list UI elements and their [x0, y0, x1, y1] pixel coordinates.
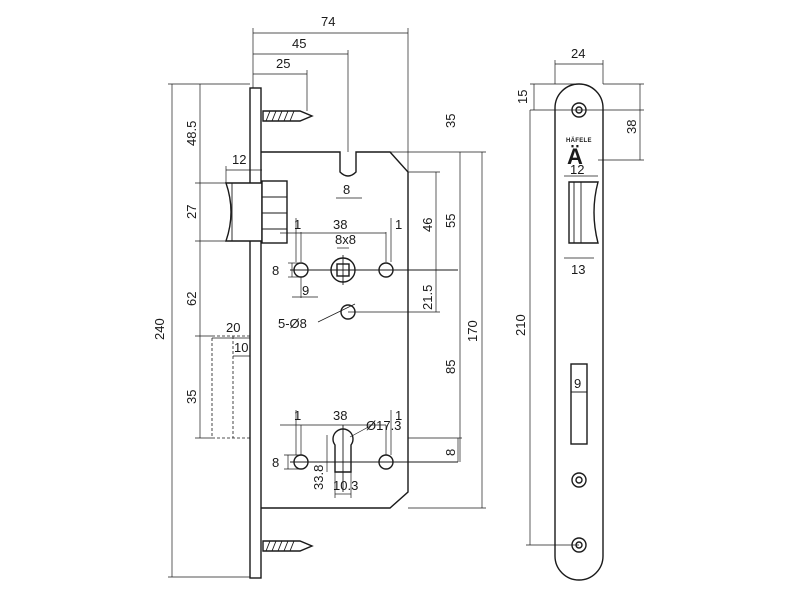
- brand-logo-icon: Ä: [567, 144, 583, 169]
- dim-label: 55: [443, 214, 458, 228]
- dim-label: 8x8: [335, 232, 356, 247]
- bottom-screw-icon: [262, 540, 314, 552]
- dim-label: 8: [343, 182, 350, 197]
- dim-label: 12: [232, 152, 246, 167]
- dim-label: 240: [152, 318, 167, 340]
- dim-label: 20: [226, 320, 240, 335]
- dim-label: 8: [272, 455, 279, 470]
- dim-label: 38: [333, 217, 347, 232]
- dim-label: 1: [395, 217, 402, 232]
- dim-label: 38: [624, 120, 639, 134]
- dim-label: 1: [395, 408, 402, 423]
- latch-housing: [261, 180, 288, 244]
- bolt-opening: [570, 363, 588, 445]
- dim-label: 33.8: [311, 465, 326, 490]
- side-dimension-lines: [526, 60, 644, 546]
- dim-label: 21.5: [420, 285, 435, 310]
- dim-label: 170: [465, 320, 480, 342]
- dim-label: 85: [443, 360, 458, 374]
- dim-label: 5-Ø8: [278, 316, 307, 331]
- top-screw-icon: [262, 110, 314, 122]
- dim-label: 210: [513, 314, 528, 336]
- faceplate: [249, 87, 262, 579]
- lock-body-front-view: [211, 87, 458, 579]
- brand-text: HÄFELE: [566, 137, 592, 144]
- front-dimension-labels: 74 45 25 35 48.5 12 27 8 38 1 1 8x8 46 5…: [152, 14, 480, 493]
- dim-label: 46: [420, 218, 435, 232]
- dim-label: 38: [333, 408, 347, 423]
- dim-label: Ø17.3: [366, 418, 401, 433]
- dim-label: 1: [294, 217, 301, 232]
- front-dimension-lines: [168, 28, 486, 578]
- dim-label: 10.3: [333, 478, 358, 493]
- dim-label: 8: [272, 263, 279, 278]
- euro-cylinder-cutout: [332, 428, 354, 473]
- dim-label: 10: [234, 340, 248, 355]
- side-dimension-labels: 24 15 38 12 13 210 9: [513, 46, 639, 391]
- dim-label: 12: [570, 162, 584, 177]
- latch-bolt: [225, 182, 263, 242]
- faceplate-lower-hole: [571, 472, 587, 488]
- dim-label: 62: [184, 292, 199, 306]
- dim-label: 13: [571, 262, 585, 277]
- dim-label: 15: [515, 90, 530, 104]
- dim-label: 9: [302, 283, 309, 298]
- dim-label: 74: [321, 14, 335, 29]
- dim-label: 9: [574, 376, 581, 391]
- dim-label: 1: [294, 408, 301, 423]
- dim-label: 27: [184, 205, 199, 219]
- dim-label: 35: [443, 114, 458, 128]
- dim-label: 45: [292, 36, 306, 51]
- latch-opening: [568, 181, 599, 244]
- faceplate-side-view: HÄFELE Ä: [554, 83, 604, 581]
- dim-label: 8: [443, 449, 458, 456]
- dim-label: 24: [571, 46, 585, 61]
- dim-label: 35: [184, 390, 199, 404]
- dim-label: 25: [276, 56, 290, 71]
- dim-label: 48.5: [184, 121, 199, 146]
